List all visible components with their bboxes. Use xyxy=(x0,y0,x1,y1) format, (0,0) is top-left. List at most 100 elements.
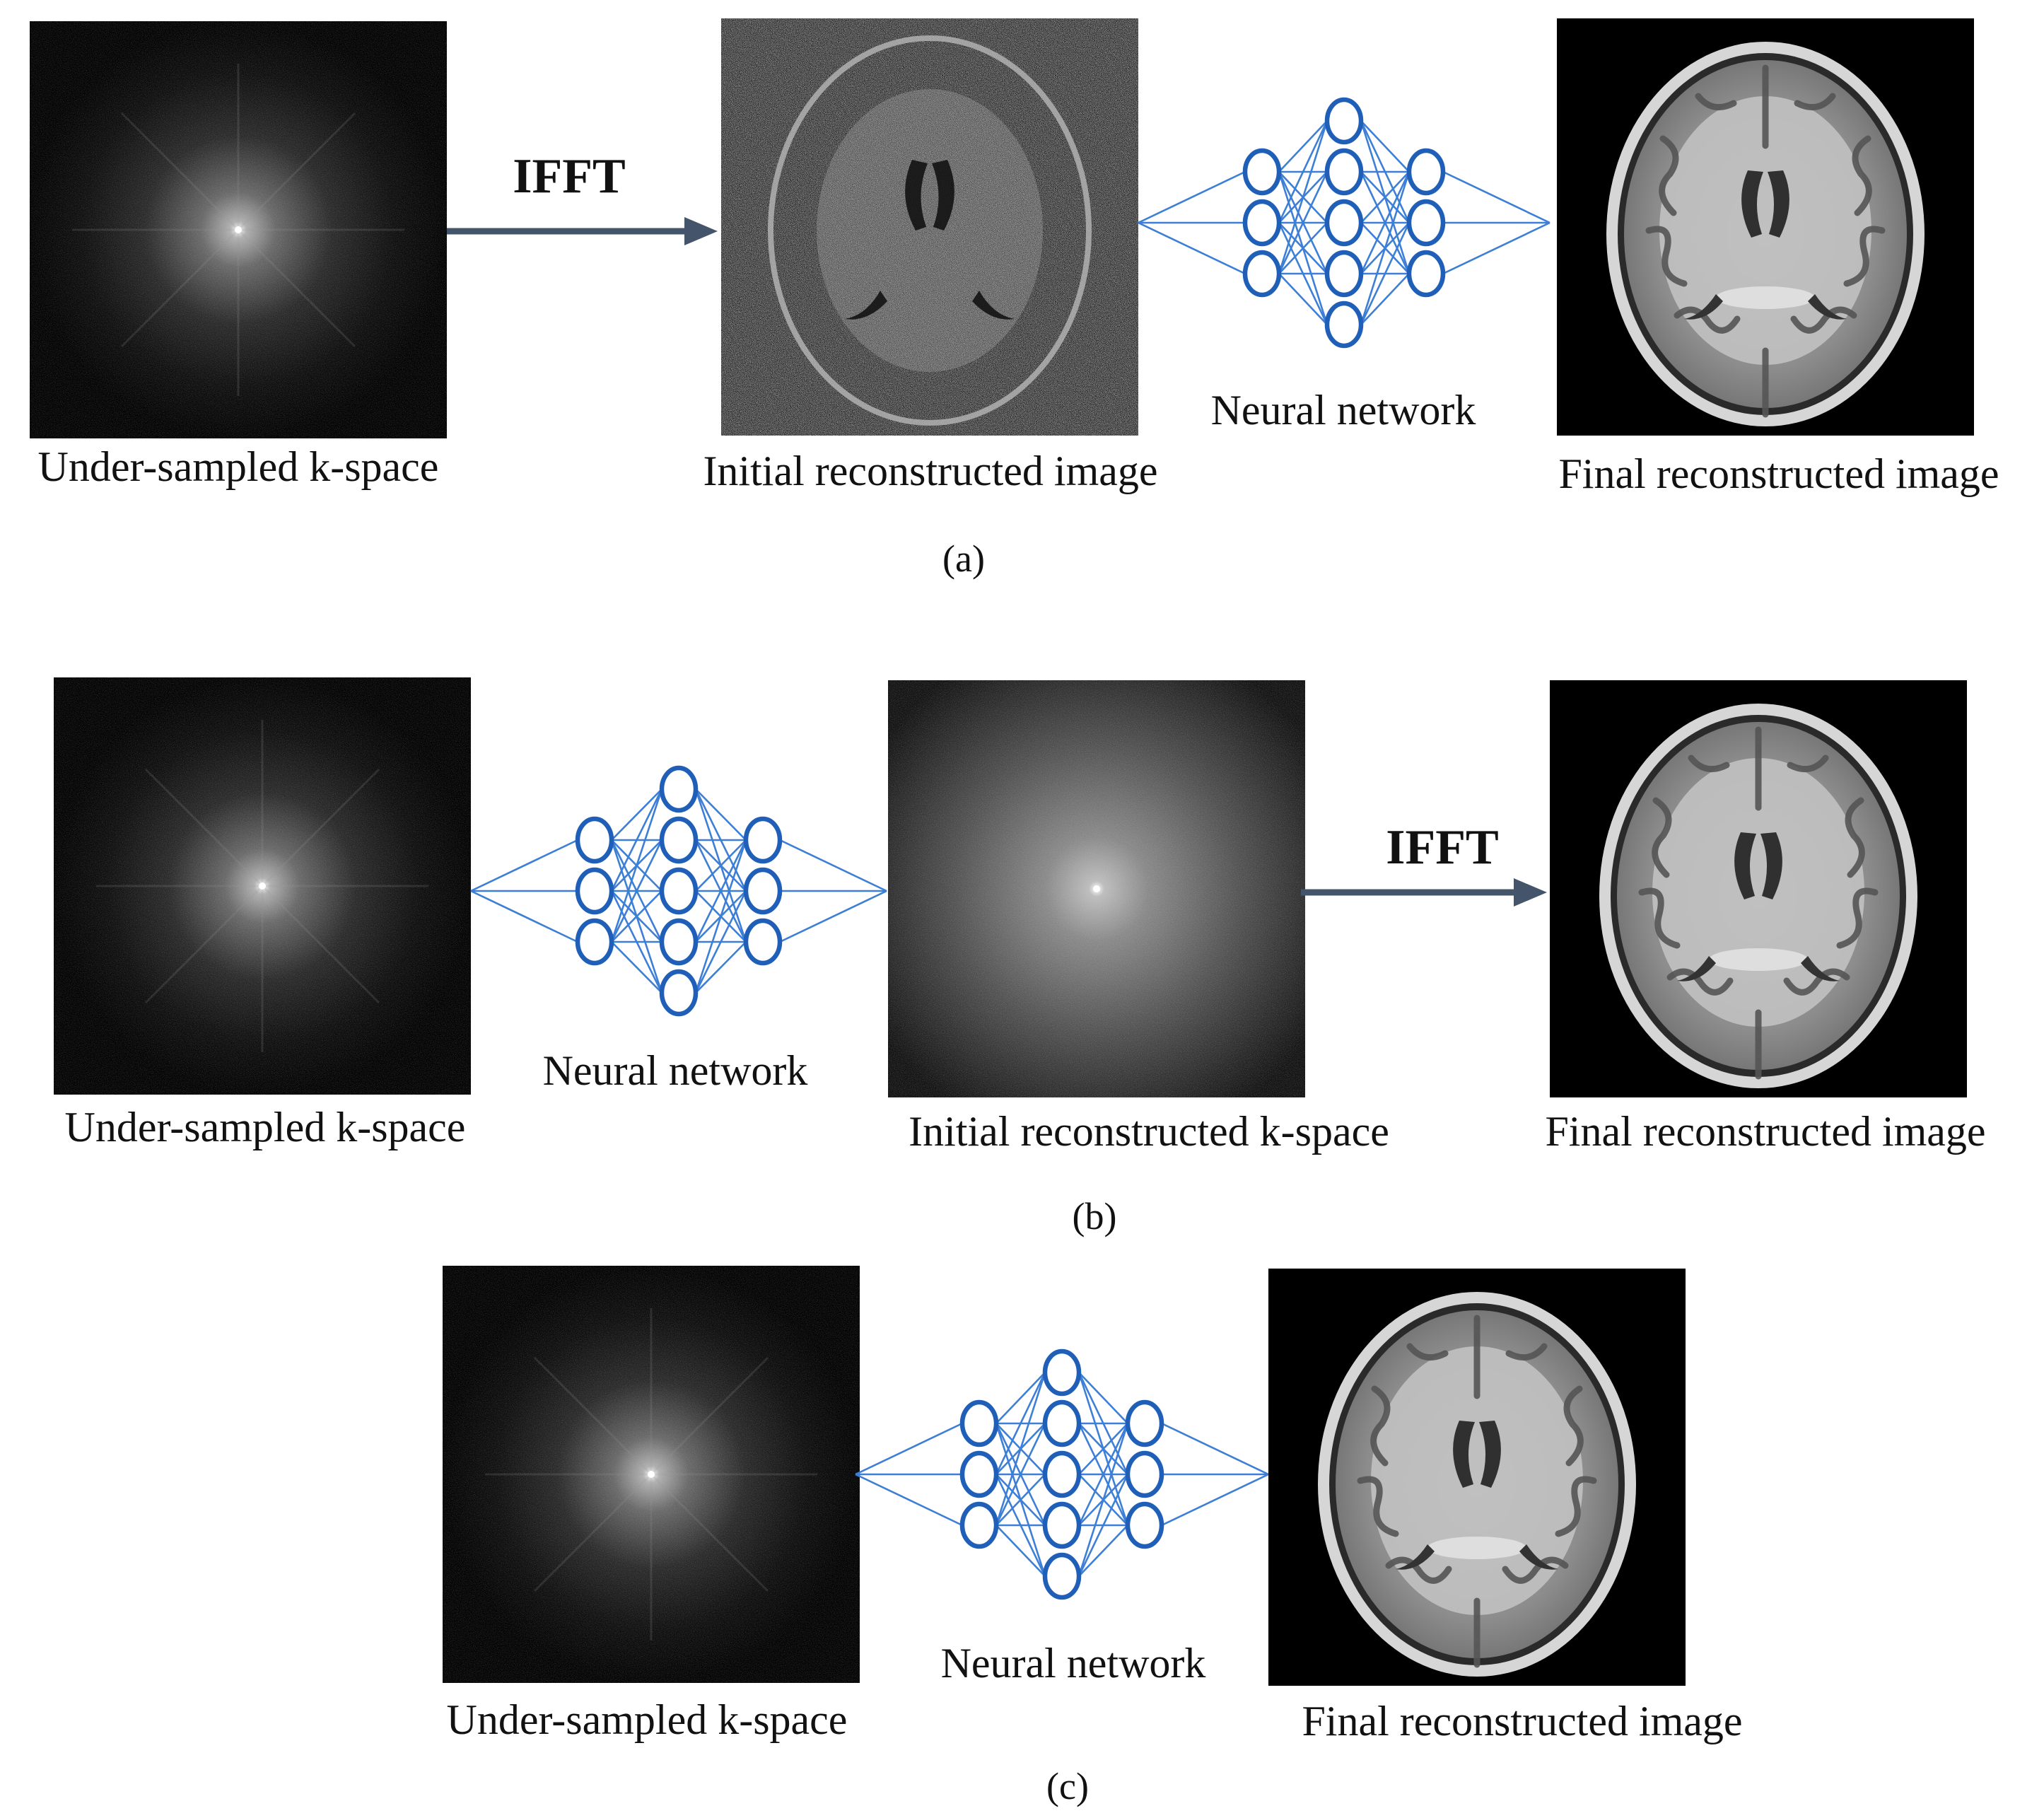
panel-a-caption: (a) xyxy=(942,537,985,580)
panel-a-neural-network-edge xyxy=(1278,120,1328,223)
panel-b-neural-network-node-l2-2 xyxy=(659,816,699,864)
panel-c-neural-network-edge xyxy=(995,1474,1046,1526)
panel-c-neural-network-output-edge xyxy=(1161,1473,1269,1527)
panel-b-neural-network-output-edge xyxy=(779,839,887,892)
panel-c-kspace-label: Under-sampled k-space xyxy=(447,1696,848,1743)
panel-c-neural-network-node-l2-4 xyxy=(1042,1501,1082,1549)
panel-c-neural-network-edge xyxy=(1078,1372,1128,1424)
panel-a-final-reconstructed-image xyxy=(1557,18,1974,436)
panel-b-neural-network-node-l2-1 xyxy=(659,765,699,813)
panel-b-neural-network-output-edge xyxy=(779,890,887,943)
panel-c-neural-network-edge xyxy=(995,1372,1046,1475)
panel-c-neural-network-edge xyxy=(1078,1423,1129,1577)
panel-c-neural-network-input-edge xyxy=(855,1473,963,1527)
panel-c-neural-network xyxy=(855,1348,1269,1600)
panel-b-neural-network-node-l1-1 xyxy=(575,816,614,864)
panel-c-neural-network-edge xyxy=(1078,1423,1128,1475)
panel-c-neural-network-node-l2-3 xyxy=(1042,1450,1082,1498)
panel-a-neural-network-output-edge xyxy=(1442,170,1550,224)
panel-a-neural-network-node-l2-1 xyxy=(1324,97,1364,145)
panel-c-neural-network-node-l2-2 xyxy=(1042,1399,1082,1447)
panel-b-neural-network-edge xyxy=(695,941,747,994)
panel-a-neural-network-node-l1-3 xyxy=(1242,250,1282,298)
panel-c: Under-sampled k-space Neural network Fin… xyxy=(443,1266,1743,1807)
panel-a-neural-network-node-l3-2 xyxy=(1406,199,1446,247)
panel-a-neural-network-node-l1-2 xyxy=(1242,199,1282,247)
panel-c-neural-network-node-l2-5 xyxy=(1042,1552,1082,1600)
panel-b-neural-network-edge xyxy=(694,839,747,943)
panel-a-neural-network-edge xyxy=(1278,273,1328,325)
panel-b-neural-network-edge xyxy=(610,788,663,892)
panel-c-neural-network-node-l3-3 xyxy=(1125,1501,1164,1549)
panel-a: Under-sampled k-space IFFT Initial recon… xyxy=(30,18,1999,580)
panel-c-neural-network-node-l1-2 xyxy=(959,1450,999,1498)
panel-b-neural-network-edge xyxy=(610,788,663,943)
panel-b-neural-network-node-l1-3 xyxy=(575,918,614,966)
panel-c-neural-network-edges xyxy=(855,1372,1269,1577)
panel-a-neural-network-node-l2-5 xyxy=(1324,301,1364,349)
panel-b-neural-network-edge xyxy=(610,839,663,943)
panel-a-neural-network-edge xyxy=(1360,171,1411,325)
panel-a-neural-network-edge xyxy=(1360,120,1410,173)
panel-a-ifft-arrow xyxy=(447,217,718,245)
panel-b-neural-network-input-edge xyxy=(470,839,578,892)
panel-b-kspace-label: Under-sampled k-space xyxy=(65,1104,466,1150)
panel-c-neural-network-node-l3-2 xyxy=(1125,1450,1164,1498)
panel-c-neural-network-edge xyxy=(995,1423,1046,1526)
panel-a-neural-network xyxy=(1138,97,1550,349)
panel-b-neural-network-node-l2-3 xyxy=(659,867,699,915)
panel-a-neural-network-edge xyxy=(1360,171,1410,223)
panel-a-ifft-label: IFFT xyxy=(513,149,625,204)
panel-a-neural-network-node-l2-2 xyxy=(1324,148,1364,196)
panel-a-neural-network-edge xyxy=(1278,222,1328,274)
panel-c-neural-network-edge xyxy=(1078,1525,1128,1577)
panel-a-neural-network-edges xyxy=(1138,120,1550,325)
panel-b-neural-network-label: Neural network xyxy=(543,1047,808,1094)
panel-c-neural-network-node-l3-1 xyxy=(1125,1399,1164,1447)
panel-c-final-reconstructed-image xyxy=(1268,1269,1686,1686)
panel-b-initial-kspace-label: Initial reconstructed k-space xyxy=(909,1108,1389,1155)
panel-a-neural-network-edge xyxy=(1278,120,1328,173)
panel-b-neural-network-node-l2-4 xyxy=(659,918,699,966)
panel-b-neural-network-edge xyxy=(611,788,662,841)
panel-c-neural-network-node-l1-1 xyxy=(959,1399,999,1447)
panel-c-neural-network-input-edge xyxy=(855,1422,963,1476)
panel-a-neural-network-node-l3-3 xyxy=(1406,250,1446,298)
panel-c-undersampled-kspace-image xyxy=(443,1266,860,1683)
panel-b-neural-network-edge xyxy=(611,941,662,994)
panel-c-neural-network-output-edge xyxy=(1161,1422,1269,1476)
panel-b-neural-network-node-l3-3 xyxy=(743,918,783,966)
panel-b-final-reconstructed-image xyxy=(1550,680,1967,1097)
panel-a-neural-network-input-edge xyxy=(1138,221,1246,275)
panel-b-neural-network-edge xyxy=(695,839,747,892)
panel-b-neural-network-edge xyxy=(694,839,747,994)
panel-a-neural-network-edge xyxy=(1360,273,1410,325)
panel-c-neural-network-node-l1-3 xyxy=(959,1501,999,1549)
panel-b-neural-network-node-l3-1 xyxy=(743,816,783,864)
panel-a-undersampled-kspace-image xyxy=(30,21,447,438)
panel-b-neural-network-edge xyxy=(611,890,662,943)
panel-a-neural-network-node-l1-1 xyxy=(1242,148,1282,196)
panel-c-final-image-label: Final reconstructed image xyxy=(1302,1698,1742,1744)
panel-b-neural-network-node-l3-2 xyxy=(743,867,783,915)
panel-a-neural-network-node-l2-3 xyxy=(1324,199,1364,247)
panel-a-neural-network-edge xyxy=(1360,222,1411,325)
panel-b-neural-network-edge xyxy=(695,788,747,841)
panel-c-neural-network-edge xyxy=(995,1372,1046,1424)
panel-a-initial-image-label: Initial reconstructed image xyxy=(703,448,1157,494)
panel-b-neural-network-input-edge xyxy=(470,890,578,943)
panel-c-neural-network-edge xyxy=(1078,1423,1129,1526)
panel-a-initial-reconstructed-image xyxy=(721,18,1138,436)
panel-b-caption: (b) xyxy=(1073,1195,1117,1237)
panel-b-ifft-label: IFFT xyxy=(1386,820,1498,875)
panel-b-neural-network xyxy=(470,765,887,1017)
panel-a-neural-network-label: Neural network xyxy=(1211,387,1476,433)
panel-a-neural-network-input-edge xyxy=(1138,170,1246,224)
panel-b-neural-network-node-l2-5 xyxy=(659,969,699,1017)
panel-a-neural-network-edge xyxy=(1360,171,1411,274)
panel-a-neural-network-node-l2-4 xyxy=(1324,250,1364,298)
panel-c-neural-network-edge xyxy=(995,1525,1046,1577)
panel-b-initial-reconstructed-kspace-image xyxy=(888,680,1305,1097)
panel-a-kspace-label: Under-sampled k-space xyxy=(38,443,439,490)
